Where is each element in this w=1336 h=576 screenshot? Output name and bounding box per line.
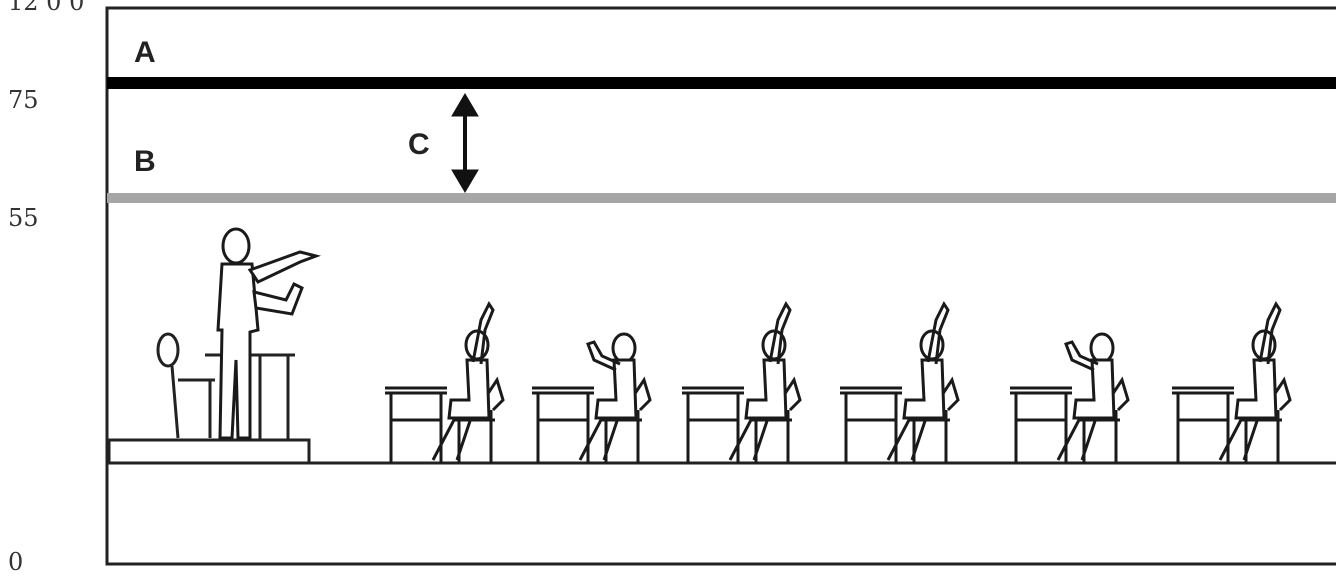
axis-tick-55: 55 xyxy=(8,204,39,232)
line-a xyxy=(107,77,1336,89)
zone-c-label: C xyxy=(408,128,430,161)
axis-tick-75: 75 xyxy=(8,86,39,114)
student-desk-unit xyxy=(1172,301,1292,463)
students-group xyxy=(385,301,1292,463)
zone-a-label: A xyxy=(134,36,156,69)
teacher-chair xyxy=(156,332,215,439)
student-desk-unit xyxy=(385,301,505,463)
double-arrow-c xyxy=(451,93,479,193)
diagram-frame xyxy=(105,6,1336,566)
student-desk-unit xyxy=(532,332,652,463)
student-desk-unit xyxy=(840,301,960,463)
student-desk-unit xyxy=(682,301,802,463)
zone-b-label: B xyxy=(134,145,156,178)
line-b xyxy=(107,193,1336,203)
axis-tick-top-partial: 12 0 0 xyxy=(8,0,85,16)
teacher-platform xyxy=(107,438,311,465)
student-desk-unit xyxy=(1010,332,1130,463)
teacher-figure xyxy=(216,227,322,440)
